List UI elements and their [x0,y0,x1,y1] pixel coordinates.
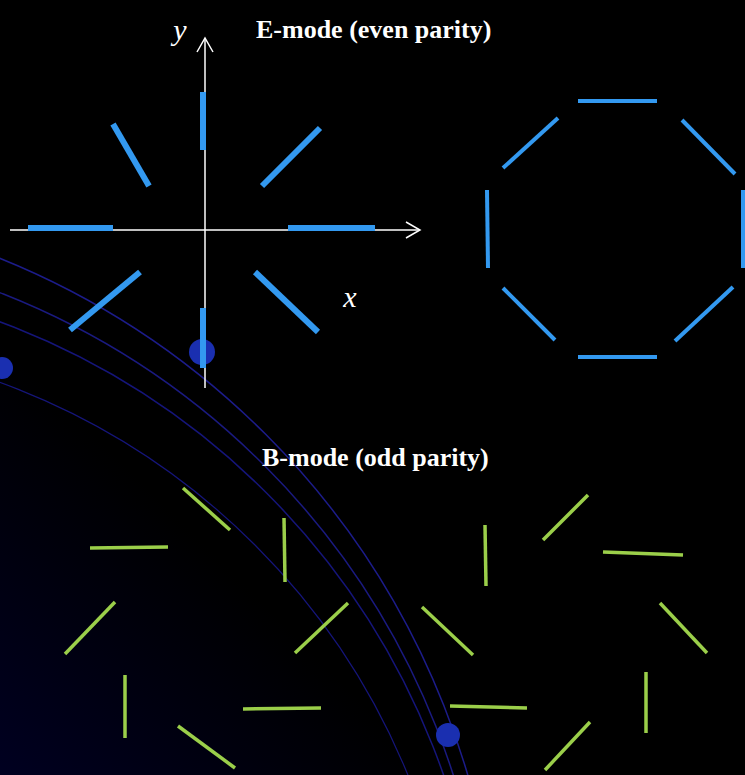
globe-arc [0,340,460,775]
polarization-stick [503,118,558,168]
polarization-stick [545,722,590,770]
globe [0,200,500,775]
polarization-stick [487,190,488,268]
e-mode-radial [28,92,375,368]
polarization-stick [178,726,235,768]
globe-arc [0,200,500,775]
polarization-stick [675,287,733,341]
polarization-stick [603,552,683,555]
axis-label: x [343,282,356,312]
polarization-stick [288,225,375,231]
polarization-stick [70,272,140,330]
polarization-stick [741,190,745,268]
polarization-stick [113,124,149,186]
polarization-stick [284,518,285,582]
polarization-stick [578,99,657,103]
panel-title: E-mode (even parity) [256,17,491,43]
polarization-stick [422,607,473,655]
axis-arrowhead [197,38,213,52]
b-mode-pattern [65,488,707,770]
polarization-stick [243,708,321,709]
polarization-stick [183,488,230,530]
polarization-stick [543,495,588,540]
polarization-stick [255,272,318,332]
polarization-stick [90,547,168,548]
polarization-stick [200,92,206,150]
axis-arrowhead [406,222,420,238]
globe-arc [0,240,490,775]
polarization-stick [485,525,486,586]
polarization-stick [503,288,555,340]
axis-label: y [173,15,186,45]
polarization-stick [295,603,348,653]
globe-arc [0,275,485,775]
polarization-stick [578,355,657,359]
globe-dot [0,357,13,379]
panel-title: B-mode (odd parity) [262,445,489,471]
polarization-stick [200,308,206,368]
polarization-stick [644,672,648,733]
polarization-stick [123,675,127,738]
globe-dot [436,723,460,747]
polarization-stick [682,120,735,174]
polarization-stick [450,706,527,708]
polarization-stick [65,602,115,654]
e-mode-ring [487,101,743,357]
polarization-stick [262,128,320,186]
polarization-stick [28,225,113,231]
polarization-stick [660,603,707,653]
